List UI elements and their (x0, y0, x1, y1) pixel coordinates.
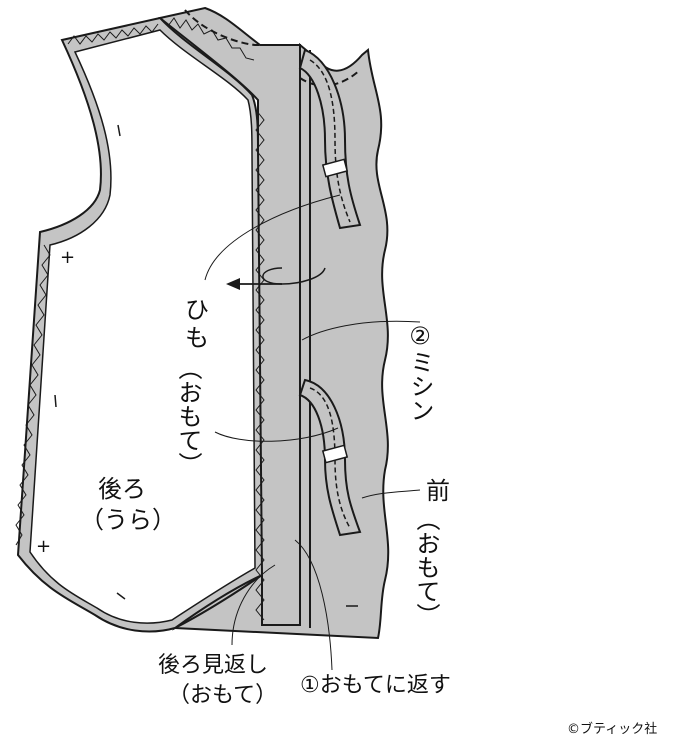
mark-dash-2 (54, 394, 57, 408)
label-front-paren: （おもて） (412, 507, 440, 627)
mark-dash-1 (117, 124, 121, 137)
mark-plus-2: + (36, 536, 51, 557)
stitch-line-neck (184, 9, 301, 620)
leader-front (361, 489, 421, 499)
zigzag-neck (167, 17, 255, 61)
label-facing-2: （おもて） (168, 683, 277, 708)
tie-lower-twist (321, 444, 349, 464)
leader-tie-lower (214, 427, 339, 442)
label-back-2: （うら） (80, 506, 176, 534)
mark-plus-1: + (60, 247, 75, 268)
zigzag-facing-edge (255, 109, 265, 621)
turn-arrow-head (226, 278, 240, 290)
back-piece-inner (29, 29, 256, 624)
zigzag-shoulder (67, 23, 159, 45)
mark-dash-3 (116, 592, 126, 600)
leader-facing (231, 564, 276, 646)
label-tie-paren: （おもて） (174, 356, 202, 476)
leader-stitch (301, 320, 421, 341)
leader-turn (294, 539, 333, 671)
credit: ©ブティック社 (567, 721, 657, 737)
label-turn: ①おもてに返す (300, 673, 451, 698)
label-front: 前 (426, 477, 450, 505)
zigzag-side (15, 244, 51, 546)
tie-upper (298, 48, 362, 230)
tie-upper-twist (321, 158, 349, 178)
label-stitch: ②ミシン (406, 322, 434, 422)
tie-upper-stitch (309, 59, 351, 223)
label-back-1: 後ろ (98, 475, 146, 503)
label-tie-2: も (185, 324, 209, 352)
label-tie-1: ひ (185, 296, 209, 324)
leader-tie-upper (204, 194, 341, 281)
stitch-line-front-neck (299, 69, 361, 87)
label-facing-1: 後ろ見返し (158, 653, 268, 678)
